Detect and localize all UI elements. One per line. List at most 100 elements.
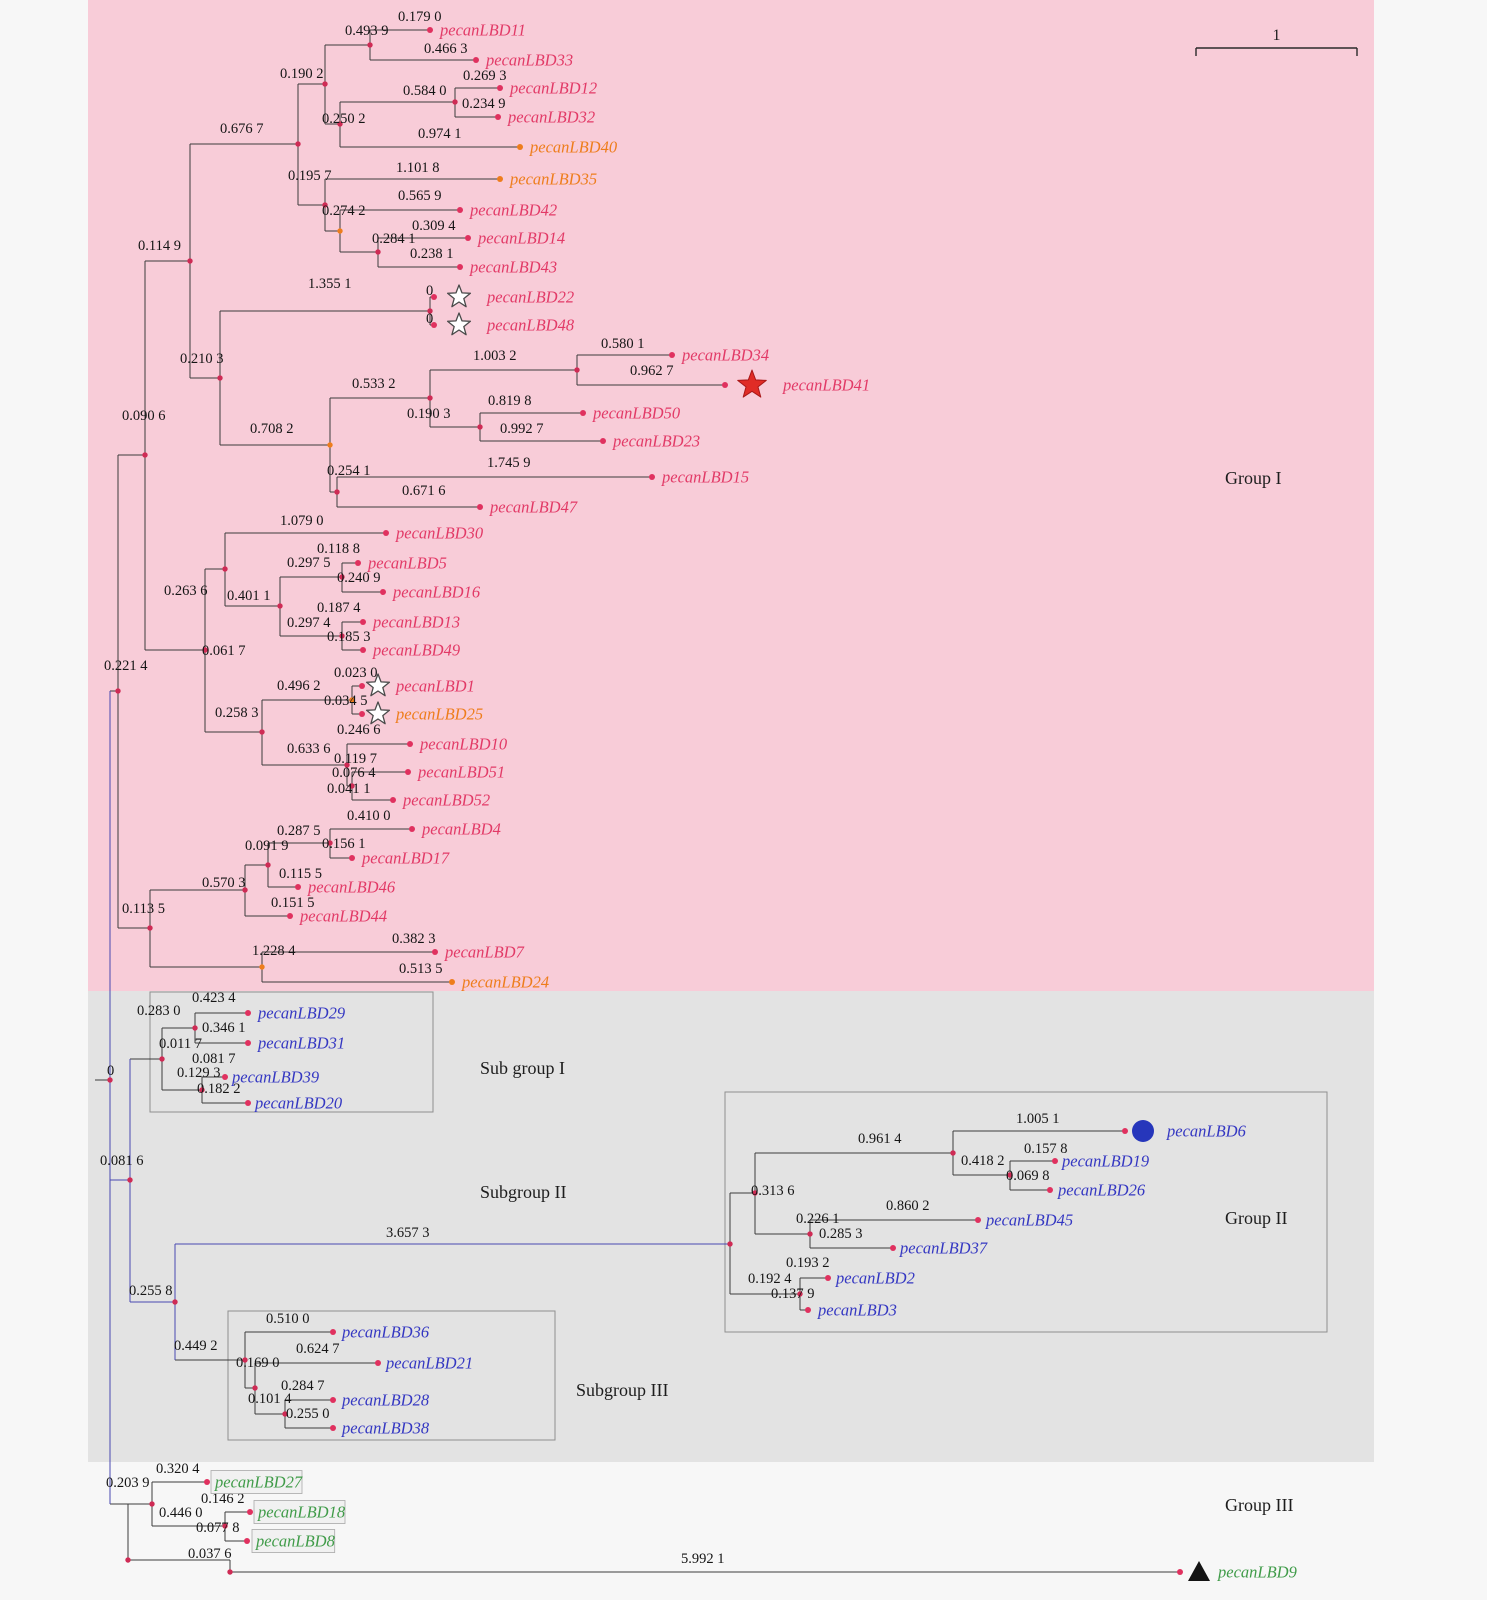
branch-length-label: 0.676 7 (220, 121, 264, 137)
internal-node-dot (1007, 1172, 1013, 1178)
leaf-tip-dot (1047, 1187, 1053, 1193)
branch-length-label: 0.240 9 (337, 570, 381, 586)
branch-length-label: 0.287 5 (277, 823, 321, 839)
branch-length-label: 0.210 3 (180, 351, 224, 367)
branch-length-label: 0.510 0 (266, 1311, 310, 1327)
internal-node-dot (107, 1077, 113, 1083)
internal-node-dot (427, 308, 433, 314)
leaf-tip-dot (330, 1397, 336, 1403)
internal-node-dot (227, 1569, 233, 1575)
branch-length-label: 0.157 8 (1024, 1141, 1068, 1157)
internal-node-dot (337, 228, 343, 234)
internal-node-dot (222, 566, 228, 572)
branch-length-label: 0 (426, 283, 433, 299)
taxon-label-pecanLBD51: pecanLBD51 (417, 763, 505, 782)
branch-length-label: 0.254 1 (327, 463, 371, 479)
blue-circle-icon (1132, 1120, 1154, 1142)
branch-length-label: 0.382 3 (392, 931, 436, 947)
leaf-tip-dot (295, 884, 301, 890)
branch-length-label: 0.077 8 (196, 1520, 240, 1536)
leaf-tip-dot (245, 1040, 251, 1046)
taxon-highlight-box (253, 1500, 346, 1524)
red-star-icon (737, 369, 767, 398)
taxon-label-pecanLBD41: pecanLBD41 (782, 376, 870, 395)
internal-node-dot (115, 688, 121, 694)
leaf-tip-dot (247, 1509, 253, 1515)
leaf-tip-dot (349, 855, 355, 861)
branch-length-label: 0.234 9 (462, 96, 506, 112)
branch-length-label: 0.037 6 (188, 1546, 232, 1562)
taxon-highlight-box (251, 1529, 336, 1553)
branch-length-label: 0.115 5 (279, 866, 322, 882)
leaf-tip-dot (245, 1010, 251, 1016)
open-star-icon (446, 312, 472, 336)
leaf-tip-dot (473, 57, 479, 63)
branch-length-label: 0.023 0 (334, 665, 378, 681)
internal-node-dot (277, 603, 283, 609)
taxon-label-pecanLBD49: pecanLBD49 (372, 641, 460, 660)
branch-length-label: 0.255 0 (286, 1406, 330, 1422)
open-star-icon (365, 673, 391, 697)
internal-node-dot (339, 574, 345, 580)
leaf-tip-dot (359, 683, 365, 689)
branch-length-label: 0.250 2 (322, 111, 366, 127)
leaf-tip-dot (722, 382, 728, 388)
branch-length-label: 0.203 9 (106, 1475, 150, 1491)
branch-length-label: 0.146 2 (201, 1491, 245, 1507)
branch-length-label: 0.246 6 (337, 722, 381, 738)
leaf-tip-dot (360, 647, 366, 653)
taxon-label-pecanLBD33: pecanLBD33 (485, 51, 573, 70)
leaf-tip-dot (580, 410, 586, 416)
leaf-tip-dot (409, 826, 415, 832)
branch-length-label: 0.283 0 (137, 1003, 181, 1019)
internal-node-dot (477, 424, 483, 430)
leaf-tip-dot (360, 619, 366, 625)
branch-length-label: 0.297 5 (287, 555, 331, 571)
internal-node-dot (147, 925, 153, 931)
group-label-subgroup-ii: Subgroup II (480, 1182, 567, 1202)
branch-length-label: 0.119 7 (334, 751, 377, 767)
black-triangle-icon (1188, 1561, 1210, 1581)
taxon-label-pecanLBD32: pecanLBD32 (507, 108, 595, 127)
taxon-label-pecanLBD9: pecanLBD9 (1217, 1563, 1297, 1582)
branch-length-label: 0.114 9 (138, 238, 181, 254)
branch-length-label: 0.320 4 (156, 1461, 200, 1477)
branch-length-label: 0.284 1 (372, 231, 416, 247)
leaf-tip-dot (330, 1329, 336, 1335)
internal-node-dot (322, 202, 328, 208)
internal-node-dot (322, 81, 328, 87)
leaf-tip-dot (390, 797, 396, 803)
taxon-label-pecanLBD38: pecanLBD38 (341, 1419, 430, 1438)
taxon-label-pecanLBD45: pecanLBD45 (985, 1211, 1073, 1230)
branch-length-label: 1.101 8 (396, 160, 440, 176)
taxon-label-pecanLBD28: pecanLBD28 (341, 1391, 430, 1410)
branch-length-label: 1.079 0 (280, 513, 324, 529)
branch-length-label: 0.169 0 (236, 1355, 280, 1371)
leaf-tip-dot (359, 711, 365, 717)
taxon-label-pecanLBD5: pecanLBD5 (367, 554, 447, 573)
internal-node-dot (149, 1501, 155, 1507)
taxon-label-pecanLBD46: pecanLBD46 (307, 878, 396, 897)
taxon-label-pecanLBD39: pecanLBD39 (231, 1068, 319, 1087)
leaf-tip-dot (890, 1245, 896, 1251)
open-star-icon (446, 284, 472, 308)
leaf-tip-dot (380, 589, 386, 595)
branch-length-label: 0.309 4 (412, 218, 456, 234)
leaf-tip-dot (427, 27, 433, 33)
leaf-tip-dot (1122, 1128, 1128, 1134)
internal-node-dot (327, 442, 333, 448)
branch-length-label: 0.446 0 (159, 1505, 203, 1521)
branch-length-label: 0.496 2 (277, 678, 321, 694)
branch-length-label: 5.992 1 (681, 1551, 725, 1567)
branch-length-label: 0.974 1 (418, 126, 462, 142)
branch-length-label: 0.151 5 (271, 895, 315, 911)
branch-length-label: 0.570 3 (202, 875, 246, 891)
internal-node-dot (142, 452, 148, 458)
taxon-label-pecanLBD29: pecanLBD29 (257, 1004, 345, 1023)
branch-length-label: 0.137 9 (771, 1286, 815, 1302)
internal-node-dot (217, 375, 223, 381)
taxon-label-pecanLBD52: pecanLBD52 (402, 791, 490, 810)
branch-length-label: 1.003 2 (473, 348, 517, 364)
branch-length-label: 0.090 6 (122, 408, 166, 424)
taxon-label-pecanLBD11: pecanLBD11 (439, 21, 526, 40)
